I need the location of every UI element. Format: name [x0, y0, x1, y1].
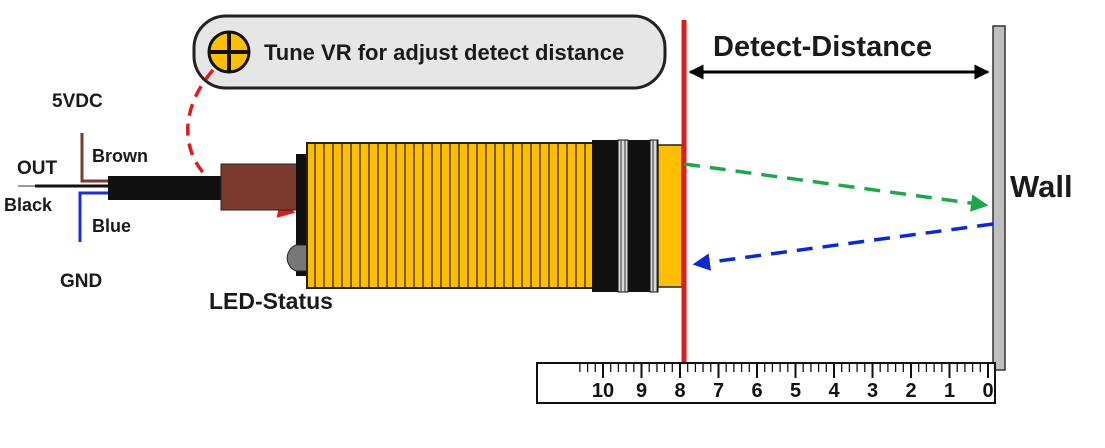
potentiometer-icon	[207, 30, 251, 74]
rear-cap	[220, 163, 302, 211]
out-label: OUT	[17, 158, 58, 179]
brown-wire	[80, 133, 108, 183]
front-head	[657, 144, 683, 288]
blue-wire	[78, 191, 108, 242]
front-nut-2	[628, 140, 650, 292]
emit-beam-arrow	[683, 162, 989, 212]
front-nut-ribs-2	[649, 139, 659, 293]
wires	[18, 133, 108, 242]
detect-distance-label: Detect-Distance	[713, 31, 932, 63]
ruler-number: 10	[592, 380, 614, 402]
gnd-label: GND	[60, 271, 102, 292]
ruler-number: 8	[674, 380, 685, 402]
wall-label: Wall	[1010, 169, 1073, 204]
ruler-number: 0	[982, 380, 993, 402]
sensor-body	[306, 142, 595, 289]
cable	[108, 176, 223, 200]
led-indicator	[286, 244, 311, 272]
ruler-number: 2	[905, 380, 916, 402]
ruler-number: 9	[636, 380, 647, 402]
ruler-number: 1	[944, 380, 955, 402]
return-beam-arrow	[692, 222, 994, 271]
black-label: Black	[4, 195, 53, 215]
blue-label: Blue	[92, 216, 131, 236]
callout-bubble	[192, 14, 667, 90]
ruler-number: 7	[713, 380, 724, 402]
vdc-label: 5VDC	[52, 91, 103, 112]
tune-vr-callout: Tune VR for adjust detect distance	[192, 14, 667, 90]
wall	[992, 25, 1006, 371]
brown-label: Brown	[92, 146, 148, 166]
led-status-label: LED-Status	[209, 288, 333, 314]
front-nut-1	[592, 140, 618, 292]
front-nut-ribs-1	[617, 139, 629, 293]
ruler-number: 5	[790, 380, 801, 402]
callout-text: Tune VR for adjust detect distance	[264, 40, 624, 65]
ruler-number: 6	[751, 380, 762, 402]
ruler-number: 4	[828, 380, 840, 402]
ruler-ticks	[579, 364, 989, 378]
ruler-number: 3	[867, 380, 878, 402]
